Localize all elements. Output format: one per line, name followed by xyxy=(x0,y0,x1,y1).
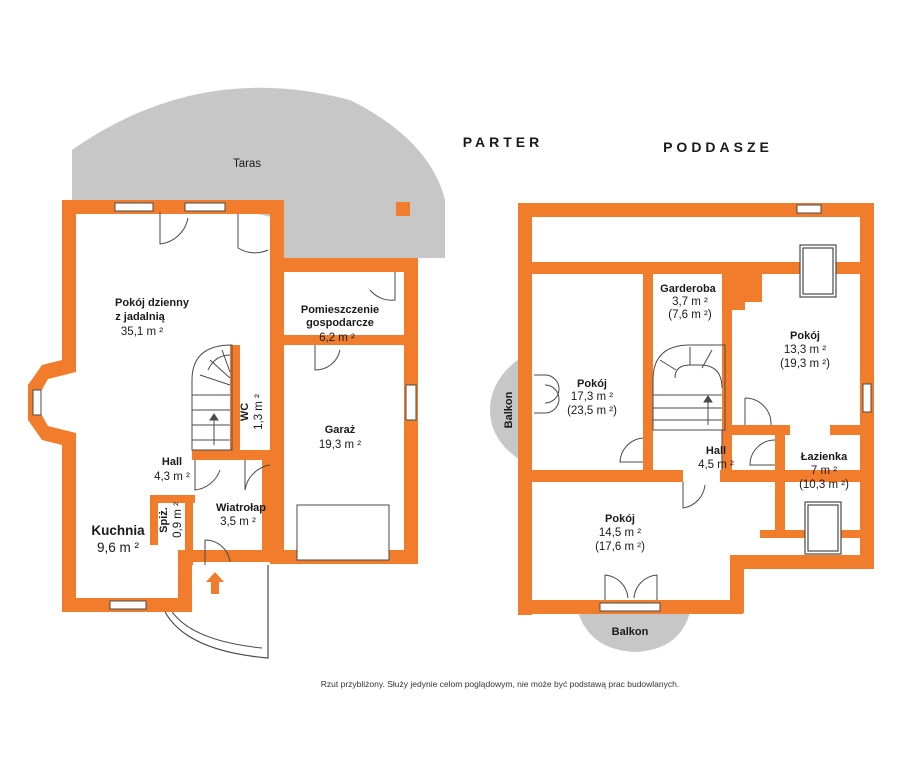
parter-windows xyxy=(32,202,417,610)
wardrobe-area-total: (7,6 m ²) xyxy=(668,309,712,321)
parter-stairs xyxy=(191,344,233,451)
kitchen-area: 9,6 m ² xyxy=(97,540,140,555)
poddasze-walls xyxy=(518,203,874,615)
vestibule-area: 3,5 m ² xyxy=(220,516,256,528)
kitchen-name: Kuchnia xyxy=(91,523,145,538)
right-room-area-total: (19,3 m ²) xyxy=(780,358,830,370)
roof-windows xyxy=(799,244,842,555)
poddasze-windows xyxy=(599,204,872,612)
bottom-room-area-total: (17,6 m ²) xyxy=(595,541,645,553)
left-room-name: Pokój xyxy=(577,378,607,390)
parter-title: PARTER xyxy=(463,134,544,150)
garage-area: 19,3 m ² xyxy=(319,439,361,451)
utility-room-name1: Pomieszczenie xyxy=(301,304,379,316)
porch-step xyxy=(167,604,263,649)
disclaimer-note: Rzut przybliżony. Służy jedynie celom po… xyxy=(321,679,679,689)
hall-area: 4,3 m ² xyxy=(154,471,190,483)
pantry-area: 0,9 m ² xyxy=(172,502,184,538)
utility-room-name2: gospodarcze xyxy=(306,317,374,329)
garage-name: Garaż xyxy=(325,424,356,436)
right-room-area: 13,3 m ² xyxy=(784,344,826,356)
parter-plan: Taras Pokój dzienny z jadalnią 35,1 m ² … xyxy=(28,87,445,659)
left-balcony xyxy=(490,358,520,460)
left-room-area-total: (23,5 m ²) xyxy=(567,405,617,417)
poddasze-title: PODDASZE xyxy=(663,139,773,155)
wc-name: WC xyxy=(239,403,251,421)
left-room-area: 17,3 m ² xyxy=(571,391,613,403)
hall-name: Hall xyxy=(162,456,182,468)
poddasze-stairs xyxy=(652,344,726,470)
terrace-post xyxy=(396,202,410,216)
bathroom-name: Łazienka xyxy=(801,451,848,463)
bottom-room-area: 14,5 m ² xyxy=(599,527,641,539)
left-balcony-label: Balkon xyxy=(503,391,515,428)
vestibule-name: Wiatrołap xyxy=(216,502,266,514)
bottom-room-name: Pokój xyxy=(605,513,635,525)
attic-hall-area: 4,5 m ² xyxy=(698,459,734,471)
living-room-name1: Pokój dzienny xyxy=(115,297,190,309)
terrace-label: Taras xyxy=(233,158,261,170)
bay-window-interior xyxy=(40,372,76,433)
bottom-balcony-label: Balkon xyxy=(612,626,649,638)
living-room-area: 35,1 m ² xyxy=(121,326,163,338)
pantry-name: Spiż. xyxy=(158,507,170,533)
right-room-name: Pokój xyxy=(790,330,820,342)
entrance-arrow-icon xyxy=(206,572,224,594)
poddasze-doors xyxy=(534,374,776,600)
poddasze-plan: Balkon Balkon Garderoba 3,7 m ² (7,6 m ²… xyxy=(490,203,874,652)
parter-doors xyxy=(159,212,396,565)
terrace-area xyxy=(72,87,445,258)
bottom-balcony xyxy=(578,612,690,652)
bathroom-area-total: (10,3 m ²) xyxy=(799,479,849,491)
living-room-name2: z jadalnią xyxy=(115,311,165,323)
garage-door xyxy=(296,504,390,561)
bathroom-area: 7 m ² xyxy=(811,465,837,477)
wc-area: 1,3 m ² xyxy=(253,394,265,430)
utility-room-area: 6,2 m ² xyxy=(319,332,355,344)
wardrobe-area: 3,7 m ² xyxy=(672,296,708,308)
attic-hall-name: Hall xyxy=(706,445,726,457)
wardrobe-name: Garderoba xyxy=(660,283,717,295)
